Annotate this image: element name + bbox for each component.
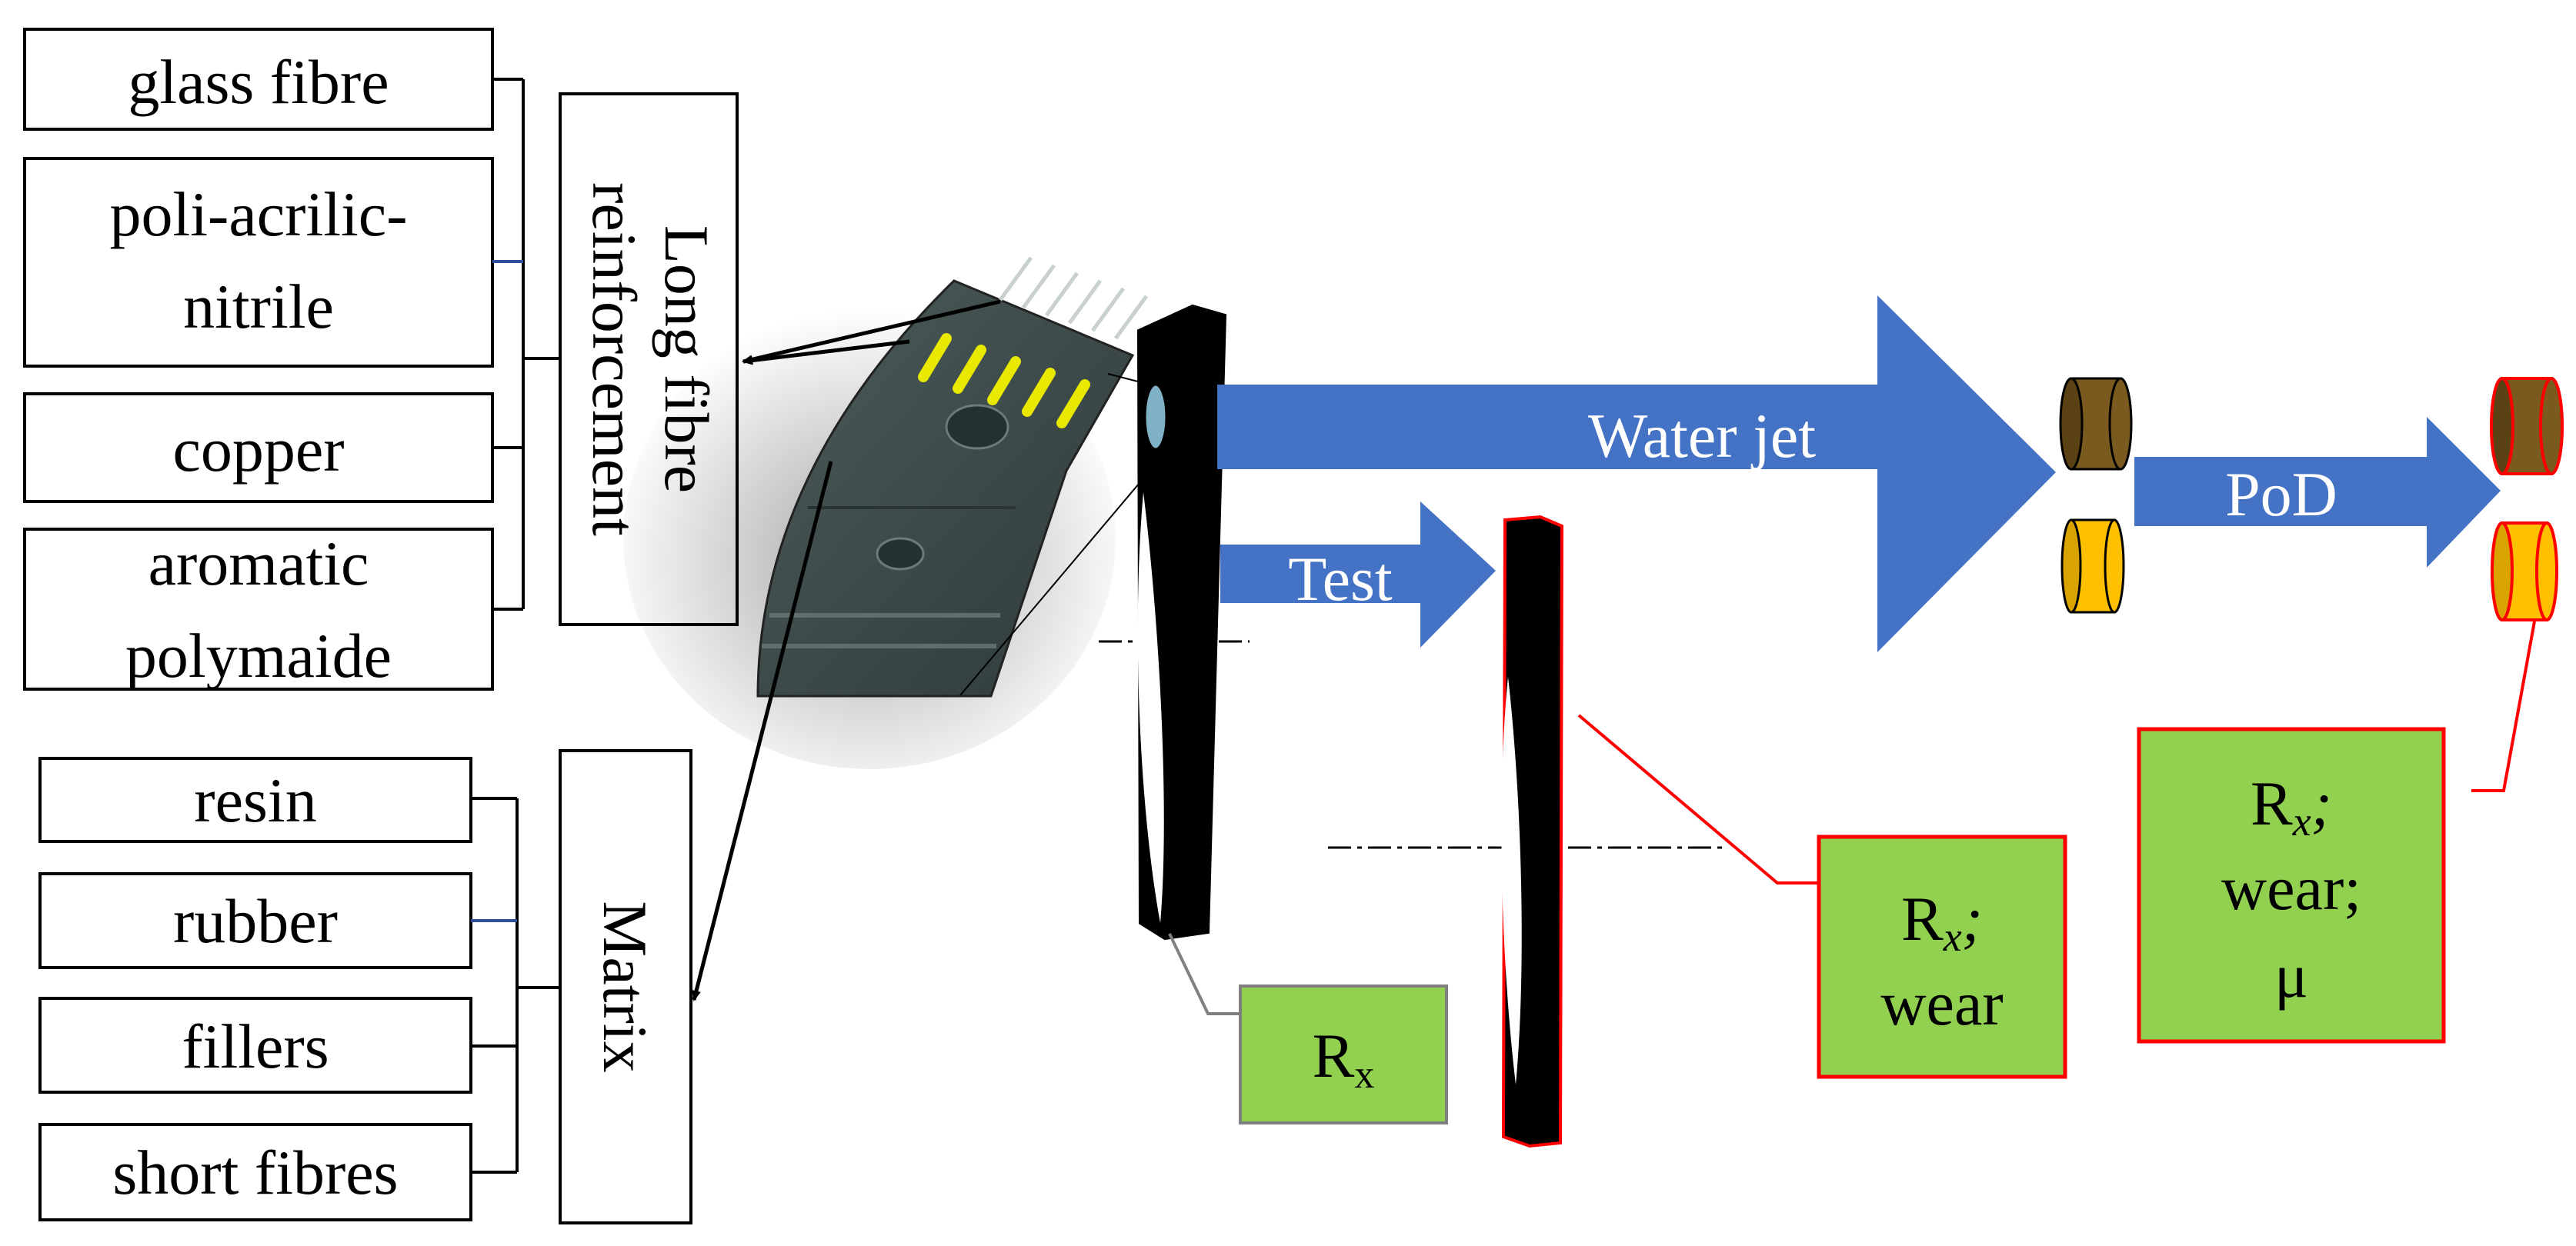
brake-pad-illustration — [623, 256, 1149, 769]
sample-cylinder-brown — [2059, 377, 2133, 471]
tested-sample-brown — [2490, 377, 2564, 475]
matrix-item-box — [38, 872, 472, 969]
leader-line-tested-disc — [1577, 714, 1819, 885]
matrix-group-box — [559, 749, 692, 1224]
water-jet-label: Water jet — [1588, 401, 1816, 471]
reinforcement-item-label: nitrile — [183, 272, 334, 341]
disc-before-test — [1099, 304, 1250, 941]
leader-line-disc — [1168, 933, 1240, 1015]
disc-after-test — [1328, 515, 1722, 1148]
tested-disc-result-label: Rx; — [1901, 884, 1983, 960]
leader-line-sample — [2471, 621, 2536, 792]
matrix-item-label: rubber — [173, 886, 338, 956]
pod-label: PoD — [2225, 459, 2337, 529]
reinforcement-bracket — [492, 78, 560, 611]
matrix-item-label: short fibres — [112, 1138, 398, 1208]
reinforcement-item-label: copper — [172, 415, 344, 485]
disc-result-box — [1239, 984, 1448, 1124]
matrix-item-label: fillers — [182, 1011, 329, 1081]
matrix-item-box — [38, 997, 472, 1094]
sample-result-label: μ — [2274, 941, 2308, 1011]
tested-disc-result-box — [1817, 835, 2067, 1079]
reinforcement-item-label: glass fibre — [128, 47, 389, 117]
reinforcement-item-label: polymaide — [125, 621, 392, 691]
matrix-item-label: resin — [194, 765, 316, 835]
sample-result-box — [2137, 727, 2446, 1044]
matrix-group-label: Matrix — [590, 901, 660, 1072]
reinforcement-group: glass fibre poli-acrilic- nitrile copper… — [23, 28, 739, 691]
reinforcement-item-label: aromatic — [148, 528, 369, 598]
matrix-group: resin rubber fillers short fibres Matrix — [38, 749, 692, 1224]
test-arrow — [1220, 501, 1496, 648]
pointer-arrows — [692, 299, 1001, 1001]
reinforcement-item-box — [23, 157, 494, 368]
matrix-bracket — [471, 797, 560, 1174]
tested-disc-result-label: wear — [1880, 968, 2003, 1038]
reinforcement-item-box — [23, 528, 494, 691]
tested-sample-gold — [2491, 521, 2558, 621]
sample-result-label: wear; — [2221, 853, 2361, 923]
sample-result-label: Rx; — [2251, 768, 2332, 845]
water-jet-label: cutting — [1614, 487, 1790, 557]
cut-samples — [2059, 377, 2564, 621]
reinforcement-item-label: poli-acrilic- — [109, 179, 407, 249]
water-jet-cutting-arrow — [1217, 295, 2056, 652]
reinforcement-item-box — [23, 392, 494, 503]
reinforcement-item-box — [23, 28, 494, 131]
matrix-item-box — [38, 757, 472, 843]
disc-result-label: Rx — [1313, 1021, 1375, 1097]
pod-arrow — [2134, 417, 2501, 568]
sample-cylinder-gold — [2060, 518, 2125, 614]
test-label: Test — [1288, 544, 1393, 614]
